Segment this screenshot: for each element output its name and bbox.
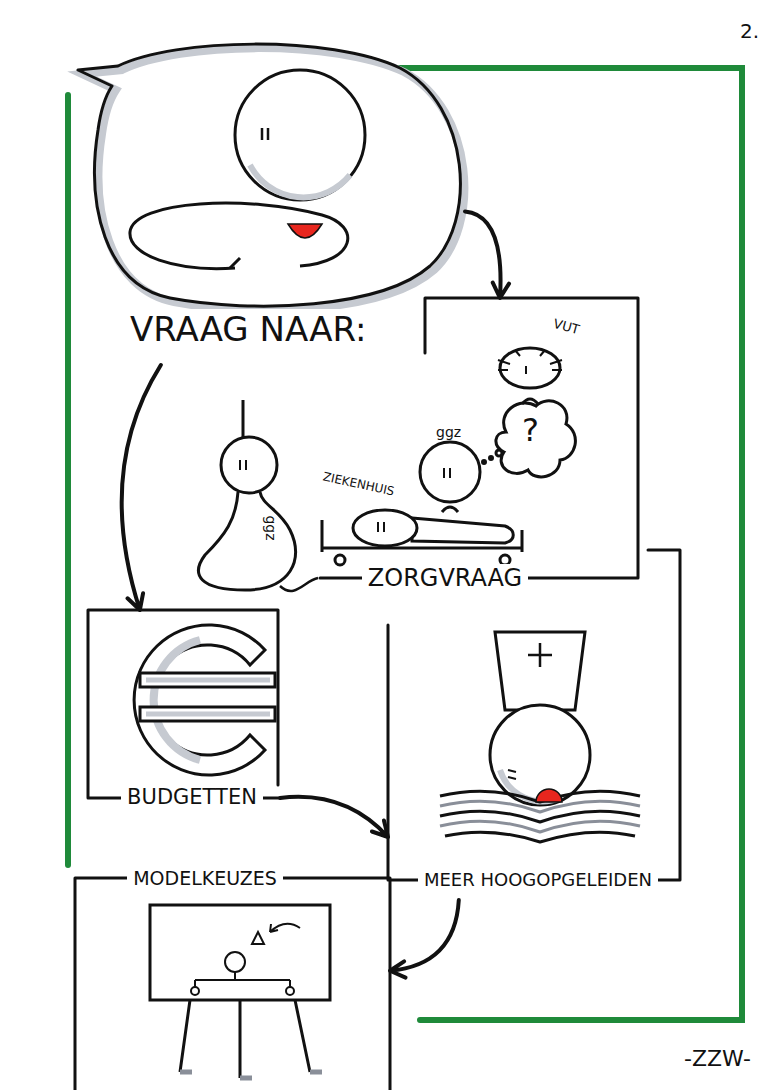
flipchart xyxy=(150,905,330,1078)
sitting-figure xyxy=(198,437,318,591)
green-frame xyxy=(68,68,742,1020)
flow-arrow xyxy=(280,797,388,837)
figure-tag: VUT xyxy=(552,317,581,338)
heading-text: VRAAG NAAR: xyxy=(124,309,372,350)
box-outline xyxy=(88,610,280,810)
figure-tag: ggz xyxy=(436,424,461,440)
box-outline xyxy=(320,298,638,588)
retired-figure xyxy=(498,348,562,404)
budget-box: BUDGETTEN xyxy=(88,610,280,810)
box-outline xyxy=(75,865,390,1090)
figure-tag: ZIEKENHUIS xyxy=(321,471,395,500)
box-label: BUDGETTEN xyxy=(121,785,263,810)
footer-mark: -ZZW- xyxy=(684,1046,751,1071)
nurse-figure xyxy=(440,632,640,842)
question-mark: ? xyxy=(522,412,539,449)
flow-arrow xyxy=(122,365,161,610)
figure-tag: ggz xyxy=(263,515,279,540)
care-demand-box: ZORGVRAAG xyxy=(320,298,638,588)
page-number: 2. xyxy=(740,20,759,43)
speaker-figure xyxy=(130,70,365,269)
thinking-figure xyxy=(420,401,575,512)
model-box: MODELKEUZES xyxy=(75,865,390,1090)
box-label: ZORGVRAAG xyxy=(362,564,528,593)
speech-bubble: VRAAG NAAR: xyxy=(70,45,465,365)
box-outline xyxy=(388,550,683,900)
bubble-shade xyxy=(82,48,464,310)
box-label: MODELKEUZES xyxy=(127,867,283,890)
education-box: MEER HOOGOPGELEIDEN xyxy=(388,550,683,900)
hospital-bed xyxy=(322,510,522,565)
flow-arrow xyxy=(390,900,459,978)
euro-symbol xyxy=(134,625,275,775)
leader-line xyxy=(242,400,245,437)
box-label: MEER HOOGOPGELEIDEN xyxy=(418,869,658,891)
flow-arrow xyxy=(465,211,509,298)
